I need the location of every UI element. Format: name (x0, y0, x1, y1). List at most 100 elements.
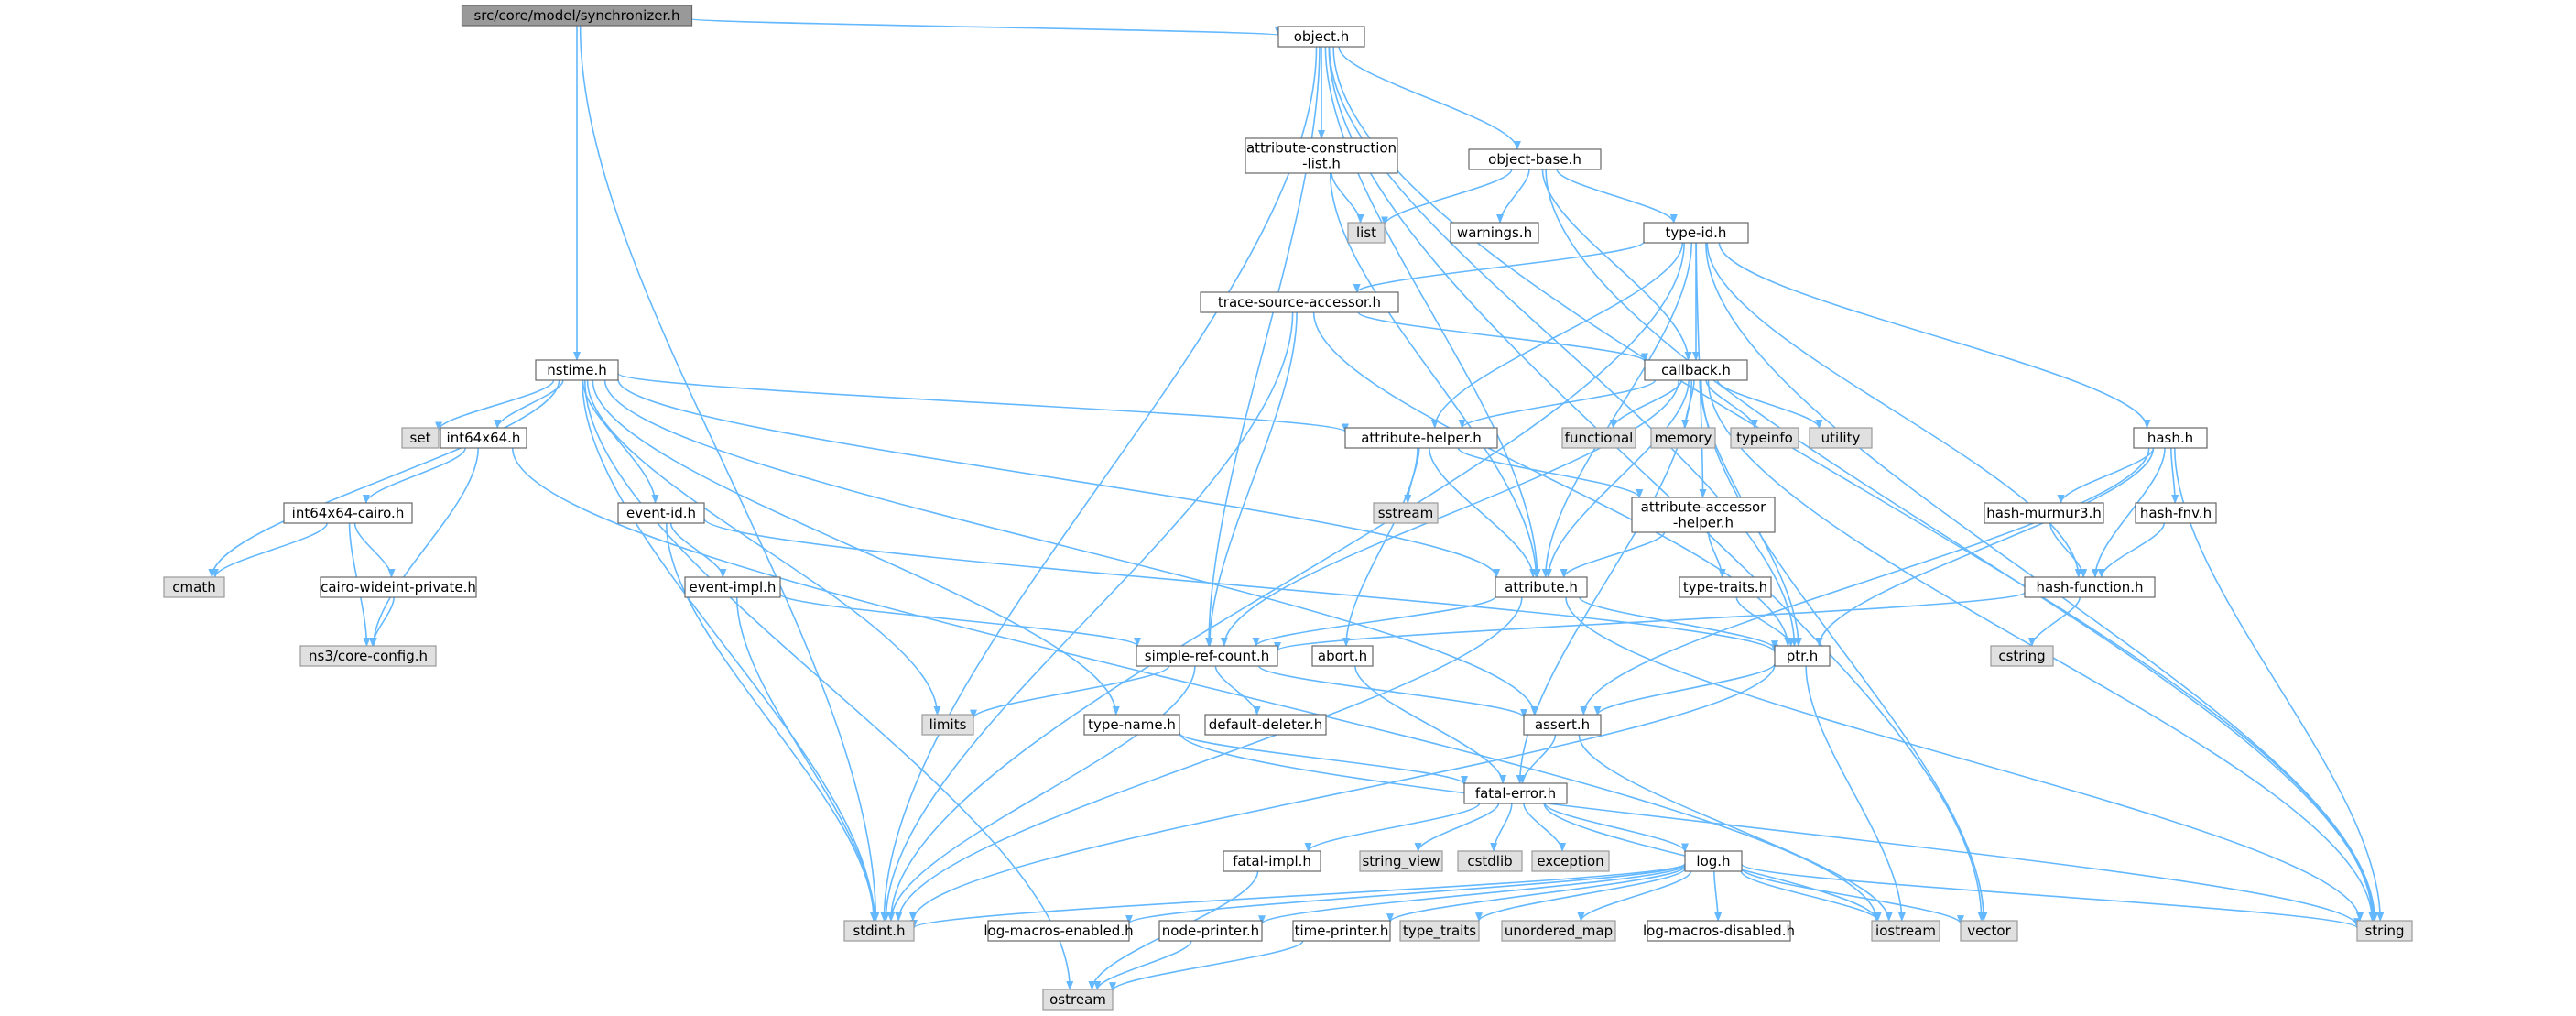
node-label: stdint.h (853, 923, 905, 939)
edge-murmur-to-hashfunc (2049, 522, 2088, 578)
node-label: utility (1821, 430, 1861, 446)
node-nstime[interactable]: nstime.h (535, 359, 619, 381)
node-label: event-impl.h (690, 579, 777, 595)
node-label: log.h (1696, 853, 1730, 869)
node-log[interactable]: log.h (1684, 850, 1743, 872)
node-object[interactable]: object.h (1277, 26, 1365, 48)
edge-typeid-to-attrhelper (1430, 242, 1684, 429)
node-defdel[interactable]: default-deleter.h (1204, 714, 1327, 736)
node-eventimpl[interactable]: event-impl.h (684, 576, 781, 598)
node-typetraits_h[interactable]: type-traits.h (1679, 576, 1772, 598)
edge-attrcons-to-attribute (1329, 172, 1540, 578)
edge-eventimpl-to-src (779, 593, 1141, 647)
node-hashfunc[interactable]: hash-function.h (2024, 576, 2156, 598)
edge-callback-to-src (1220, 379, 1679, 647)
node-limits: limits (921, 714, 974, 736)
node-label: hash-murmur3.h (1986, 505, 2102, 521)
node-label: string (2364, 923, 2404, 939)
edge-log-to-vector (1741, 868, 1964, 925)
node-aah[interactable]: attribute-accessor-helper.h (1631, 497, 1776, 533)
edge-callback-to-attrhelper (1458, 379, 1657, 429)
node-label: type_traits (1403, 923, 1476, 940)
node-fnv[interactable]: hash-fnv.h (2135, 502, 2217, 524)
node-vector: vector (1960, 920, 2018, 942)
node-cairo[interactable]: int64x64-cairo.h (283, 502, 413, 524)
node-box (1631, 497, 1776, 533)
node-box (1984, 502, 2104, 524)
node-typename[interactable]: type-name.h (1083, 714, 1180, 736)
edge-aah-to-attribute (1560, 531, 1666, 578)
node-cwp[interactable]: cairo-wideint-private.h (320, 576, 477, 598)
node-label: assert.h (1535, 716, 1590, 733)
edge-object-to-objbase (1338, 46, 1521, 150)
node-objbase[interactable]: object-base.h (1468, 148, 1602, 170)
node-label: ostream (1049, 991, 1106, 1008)
edge-cairo-to-cmath (211, 522, 328, 578)
node-eventid[interactable]: event-id.h (617, 502, 705, 524)
edge-object-to-src (1205, 46, 1321, 647)
node-box (1647, 920, 1791, 942)
node-abort[interactable]: abort.h (1311, 645, 1374, 667)
node-warnings[interactable]: warnings.h (1450, 222, 1539, 244)
node-cstring: cstring (1990, 645, 2054, 667)
node-box (461, 5, 693, 27)
node-label: abort.h (1318, 648, 1367, 664)
node-box (1200, 291, 1399, 313)
edge-nstime-to-cmath (208, 379, 560, 578)
node-typeid[interactable]: type-id.h (1643, 222, 1749, 244)
edge-cairo-to-cwp (353, 522, 396, 578)
node-box (283, 502, 413, 524)
node-label: nstime.h (547, 362, 607, 378)
node-timeprinter[interactable]: time-printer.h (1292, 920, 1391, 942)
node-tsa[interactable]: trace-source-accessor.h (1200, 291, 1399, 313)
node-label: object.h (1294, 28, 1350, 45)
node-attrhelper[interactable]: attribute-helper.h (1344, 427, 1498, 449)
node-src[interactable]: simple-ref-count.h (1136, 645, 1278, 667)
node-assert[interactable]: assert.h (1523, 714, 1602, 736)
node-ptr[interactable]: ptr.h (1774, 645, 1831, 667)
node-box (1684, 850, 1743, 872)
node-label: object-base.h (1488, 151, 1581, 168)
node-box (921, 714, 974, 736)
edge-eventid-to-ptr (703, 518, 1778, 654)
node-box (1501, 920, 1616, 942)
node-callback[interactable]: callback.h (1644, 359, 1748, 381)
node-label: log-macros-disabled.h (1643, 923, 1795, 939)
edge-typename-to-string (1179, 732, 2361, 928)
node-lme[interactable]: log-macros-enabled.h (984, 920, 1134, 942)
node-fatalimpl[interactable]: fatal-impl.h (1223, 850, 1321, 872)
edge-log-to-lme (1125, 863, 1686, 924)
node-box (1245, 137, 1398, 174)
node-box (401, 427, 440, 449)
edge-log-to-stdint (910, 862, 1686, 929)
edge-assert-to-fatal (1518, 734, 1557, 784)
node-label: list (1356, 224, 1376, 241)
node-box (1495, 576, 1588, 598)
edge-fatal-to-fatalimpl (1304, 803, 1481, 852)
edge-attrhelper-to-abort (1342, 447, 1418, 647)
node-sync[interactable]: src/core/model/synchronizer.h (461, 5, 693, 27)
node-int64[interactable]: int64x64.h (440, 427, 527, 449)
node-label: set (410, 430, 431, 446)
node-attribute[interactable]: attribute.h (1495, 576, 1588, 598)
edge-eventid-to-eventimpl (669, 522, 727, 578)
node-box (1774, 645, 1831, 667)
node-box (1347, 222, 1386, 244)
node-lmd[interactable]: log-macros-disabled.h (1643, 920, 1795, 942)
edge-hashfunc-to-src (1274, 591, 2026, 652)
node-functional: functional (1561, 427, 1636, 449)
node-label: time-printer.h (1295, 923, 1389, 939)
node-coreconfig: ns3/core-config.h (299, 645, 437, 667)
node-label: attribute.h (1505, 579, 1578, 595)
edge-typeid-to-attribute (1541, 242, 1692, 578)
node-murmur[interactable]: hash-murmur3.h (1984, 502, 2104, 524)
node-box (1463, 782, 1568, 804)
edge-attrcons-to-list (1331, 172, 1364, 224)
node-attrcons[interactable]: attribute-construction-list.h (1245, 137, 1398, 174)
node-nodeprinter[interactable]: node-printer.h (1158, 920, 1263, 942)
node-fatal[interactable]: fatal-error.h (1463, 782, 1568, 804)
node-label: hash-fnv.h (2140, 505, 2212, 521)
node-label: int64x64-cairo.h (292, 505, 405, 521)
node-hash[interactable]: hash.h (2133, 427, 2208, 449)
